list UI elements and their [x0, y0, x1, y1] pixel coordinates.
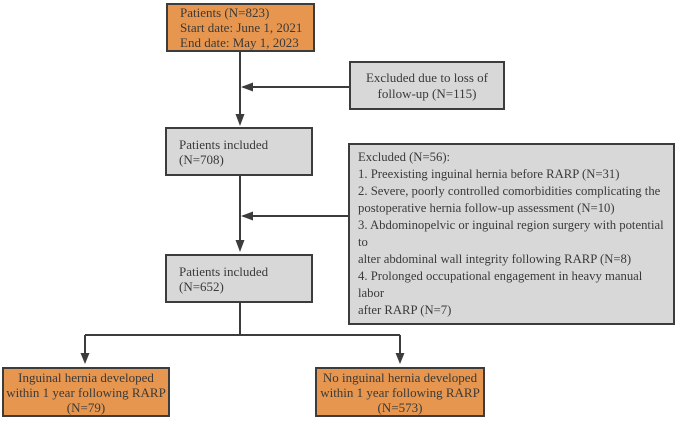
- box-no-hernia-text: No inguinal hernia developed within 1 ye…: [320, 369, 480, 415]
- arrowhead-down-left: [80, 353, 90, 364]
- box-excluded-detailed-text: Excluded (N=56): 1. Preexisting inguinal…: [358, 150, 664, 317]
- box-hernia-developed-text: Inguinal hernia developed within 1 year …: [6, 369, 166, 415]
- box-patients-initial-text: Patients (N=823) Start date: June 1, 202…: [180, 5, 303, 50]
- box-excluded-detailed: Excluded (N=56): 1. Preexisting inguinal…: [348, 143, 675, 325]
- arrowhead-left-1: [241, 82, 253, 92]
- box-included-708: Patients included (N=708): [165, 127, 313, 176]
- arrowhead-down-2: [235, 240, 245, 252]
- box-included-652-text: Patients included (N=652): [179, 263, 269, 294]
- arrowhead-down-right: [395, 353, 405, 364]
- arrowhead-left-2: [241, 211, 253, 221]
- arrowhead-down-1: [235, 114, 245, 126]
- box-patients-initial: Patients (N=823) Start date: June 1, 202…: [166, 3, 315, 52]
- connector-branch: [84, 303, 401, 361]
- box-included-652: Patients included (N=652): [165, 254, 313, 303]
- box-hernia-developed: Inguinal hernia developed within 1 year …: [2, 367, 170, 417]
- box-included-708-text: Patients included (N=708): [179, 136, 269, 167]
- box-excluded-followup: Excluded due to loss of follow-up (N=115…: [349, 61, 505, 110]
- box-excluded-followup-text: Excluded due to loss of follow-up (N=115…: [365, 69, 489, 101]
- box-no-hernia: No inguinal hernia developed within 1 ye…: [315, 367, 485, 417]
